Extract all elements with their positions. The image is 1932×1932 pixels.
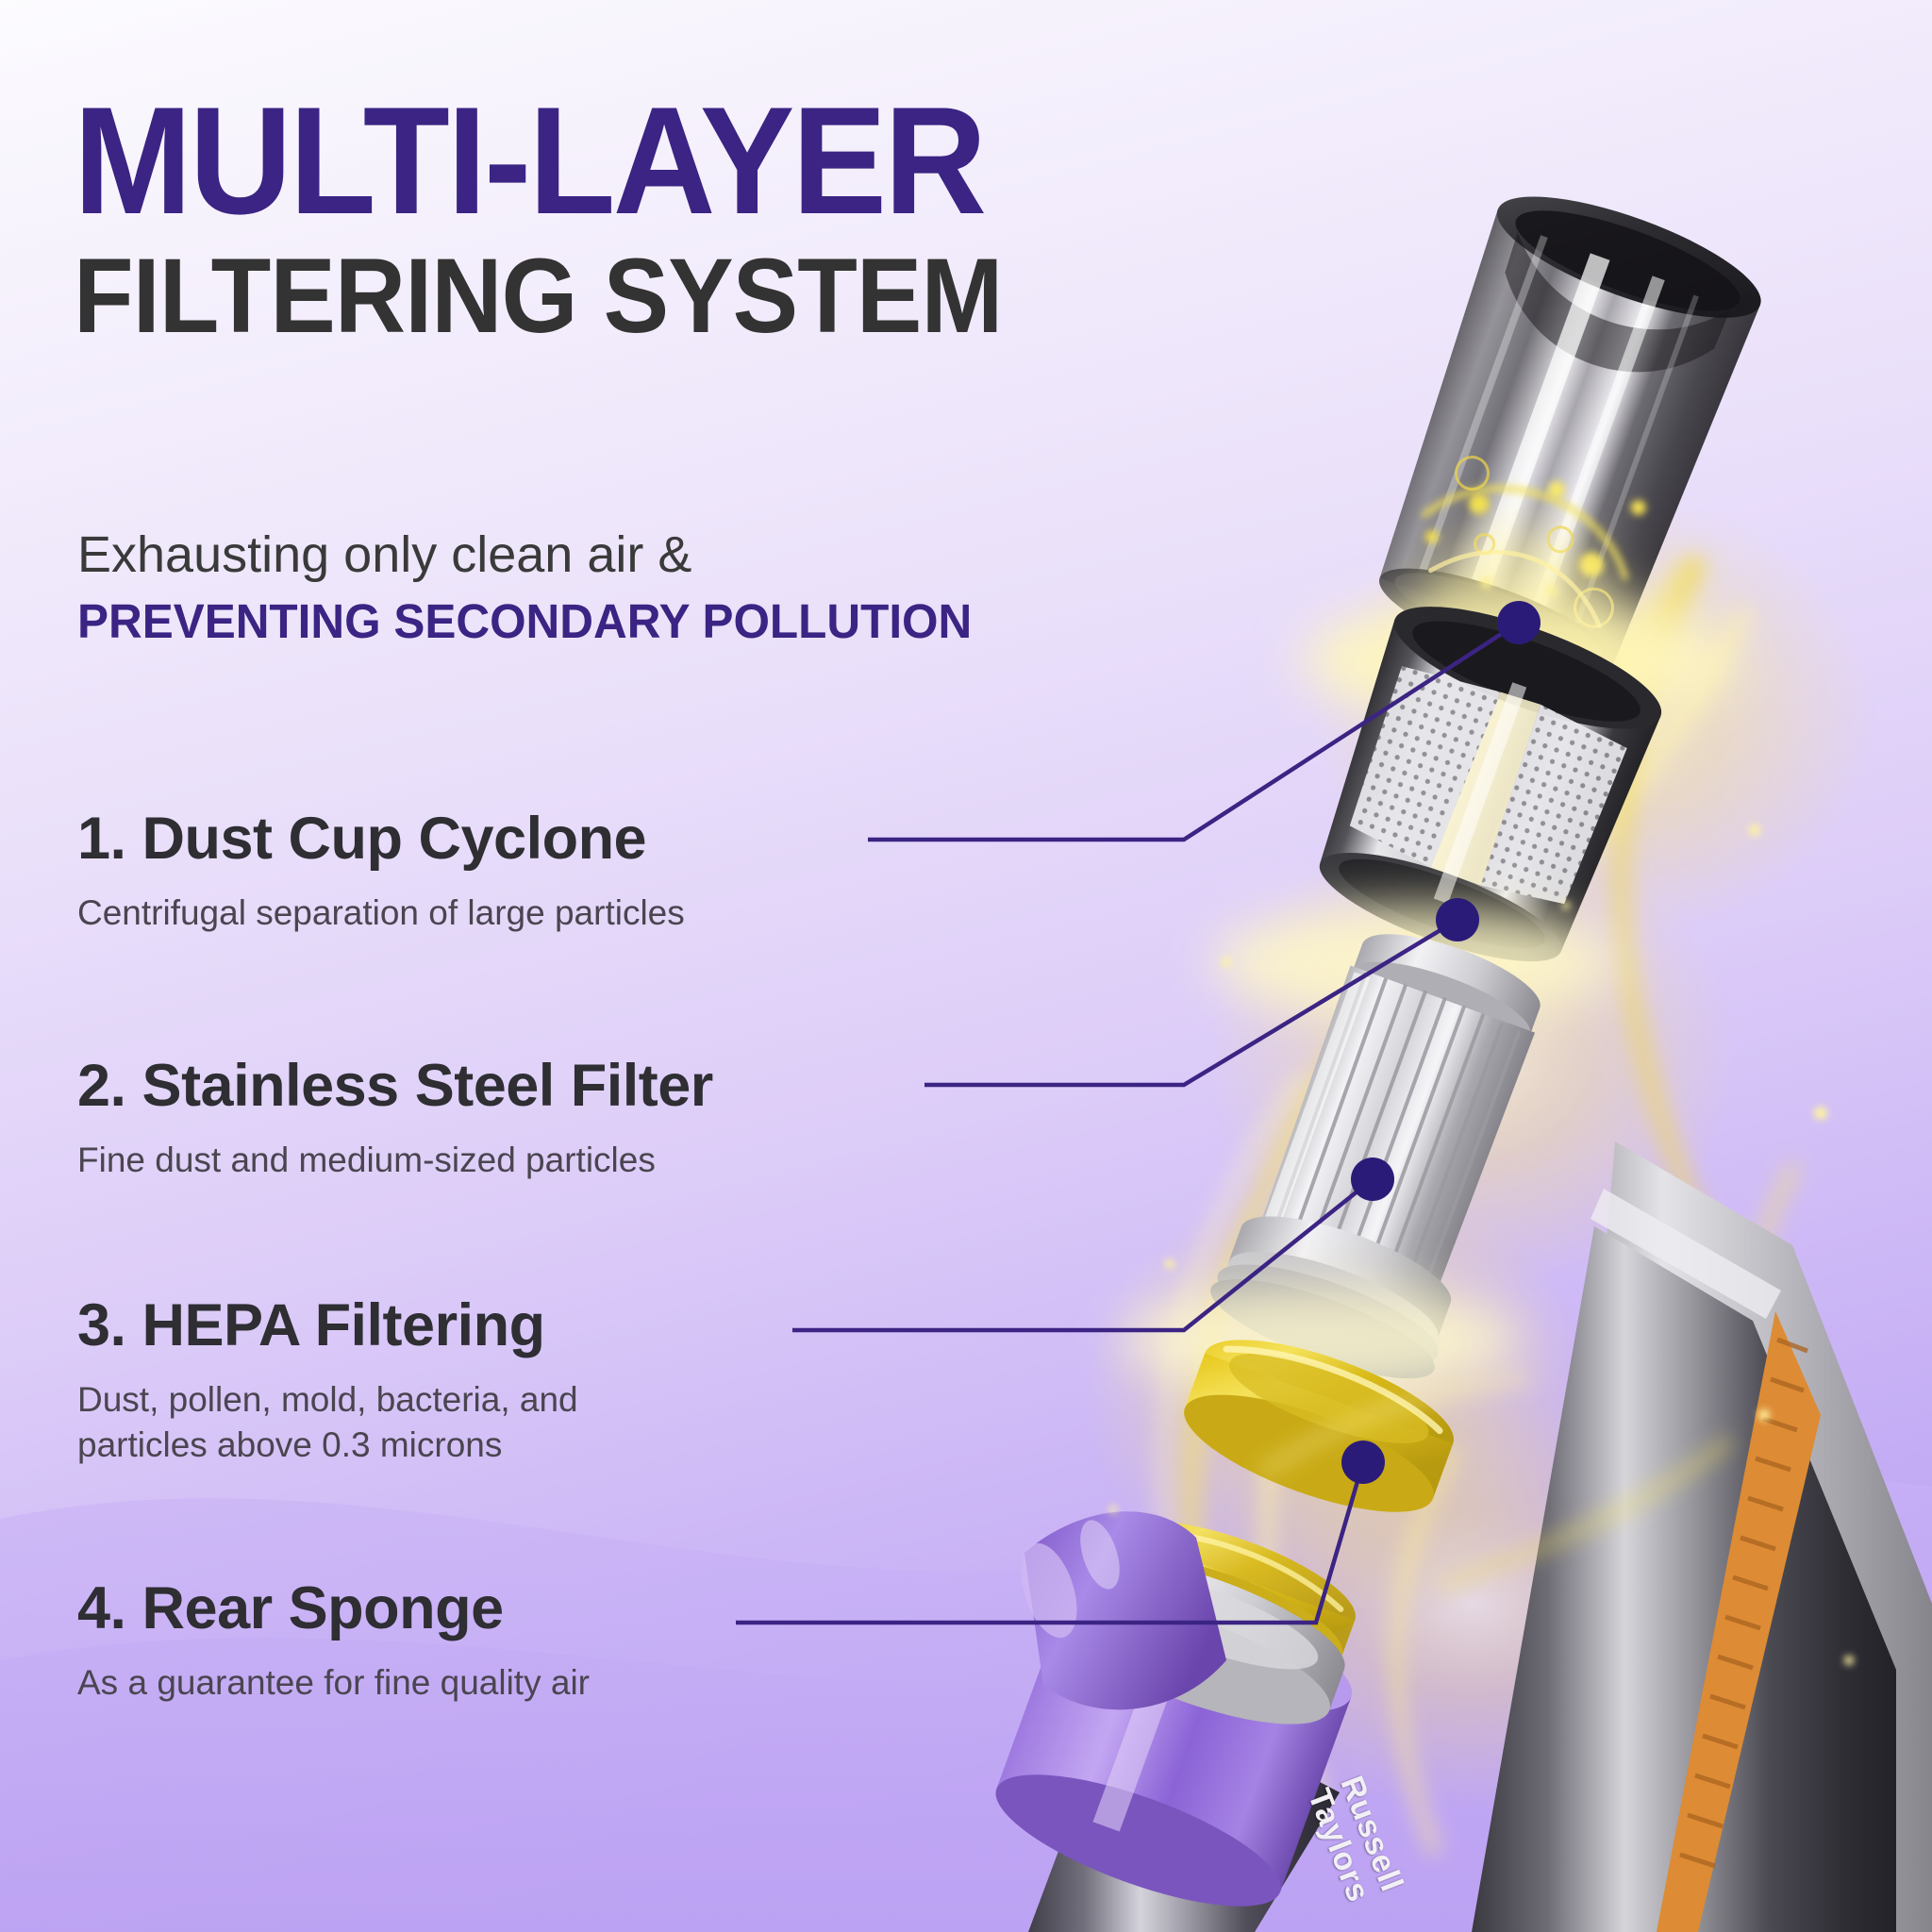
headline-line-1: MULTI-LAYER bbox=[74, 75, 987, 246]
feature-description-1: Centrifugal separation of large particle… bbox=[77, 893, 685, 933]
feature-heading-1: 1. Dust Cup Cyclone bbox=[77, 806, 647, 872]
subheading-line-1: Exhausting only clean air & bbox=[77, 526, 692, 583]
feature-heading-3: 3. HEPA Filtering bbox=[77, 1292, 545, 1358]
feature-description-3: Dust, pollen, mold, bacteria, and partic… bbox=[77, 1380, 578, 1465]
page-title: MULTI-LAYER FILTERING SYSTEM bbox=[74, 75, 1072, 355]
feature-description-4: As a guarantee for fine quality air bbox=[77, 1663, 590, 1703]
feature-item-2: 2. Stainless Steel Filter Fine dust and … bbox=[77, 1055, 713, 1183]
subheading-line-2: PREVENTING SECONDARY POLLUTION bbox=[77, 593, 973, 648]
feature-item-4: 4. Rear Sponge As a guarantee for fine q… bbox=[77, 1577, 590, 1706]
feature-item-1: 1. Dust Cup Cyclone Centrifugal separati… bbox=[77, 808, 685, 936]
headline-line-2: FILTERING SYSTEM bbox=[74, 236, 1003, 355]
feature-item-3: 3. HEPA Filtering Dust, pollen, mold, ba… bbox=[77, 1294, 578, 1468]
subheading: Exhausting only clean air & PREVENTING S… bbox=[77, 525, 1000, 651]
feature-heading-2: 2. Stainless Steel Filter bbox=[77, 1053, 713, 1119]
feature-description-2: Fine dust and medium-sized particles bbox=[77, 1141, 656, 1180]
feature-heading-4: 4. Rear Sponge bbox=[77, 1575, 504, 1641]
